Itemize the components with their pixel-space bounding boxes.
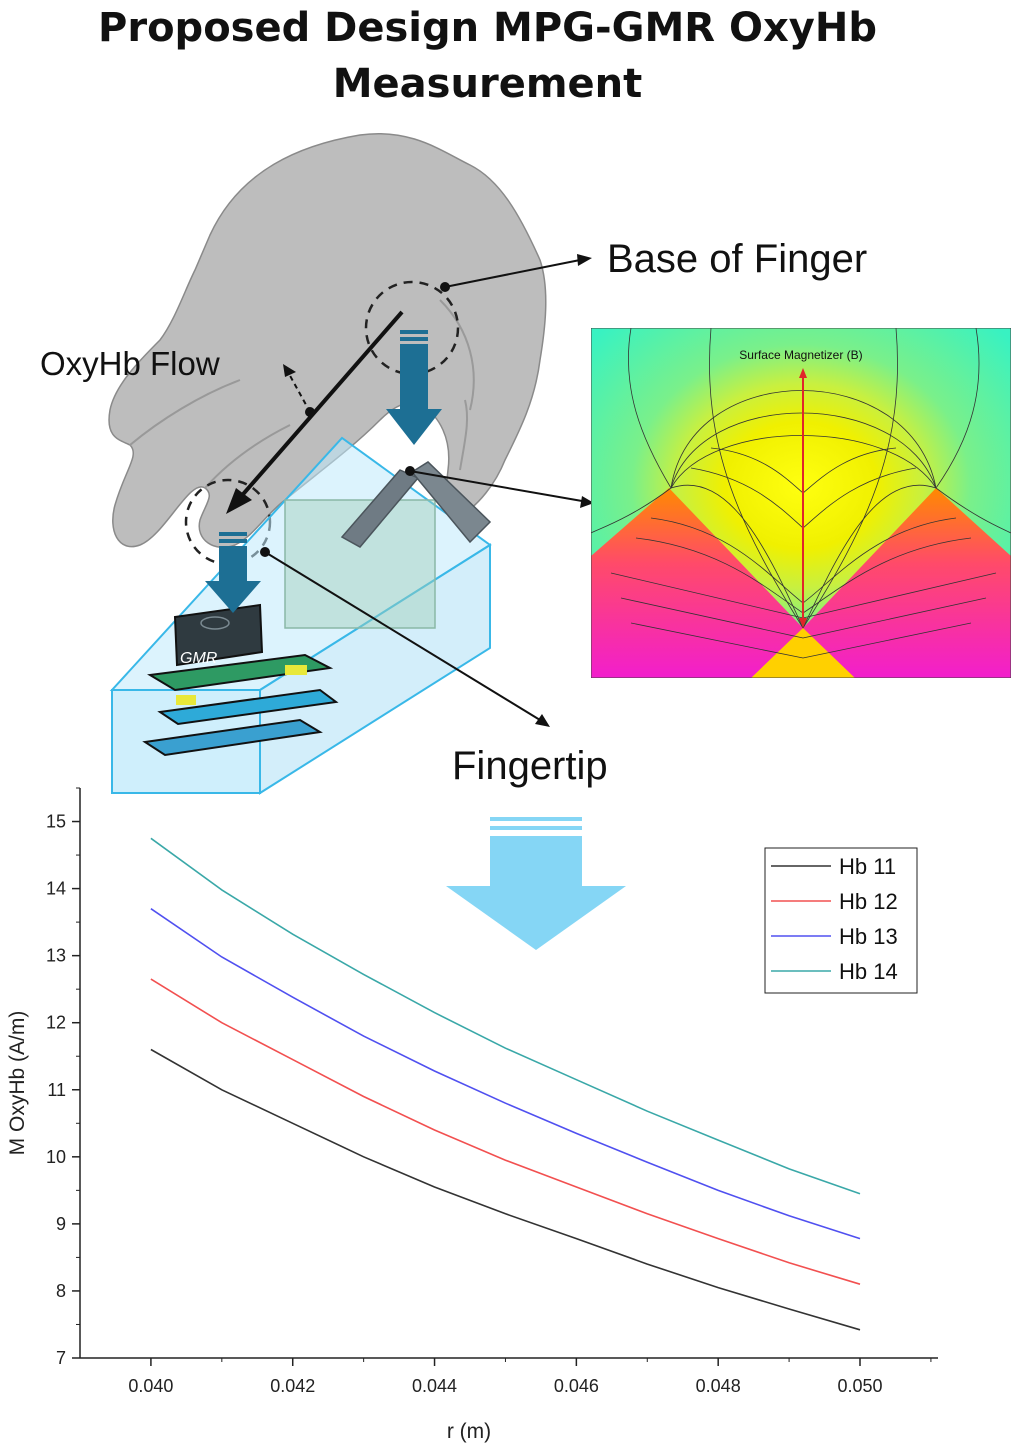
oxyhb-chart: 7 8 9 10 11 12 13 14 15 0.040 0.042 0.044 0.046 0.048… — [6, 787, 938, 1443]
surface-magnetizer-label: Surface Magnetizer (B) — [739, 348, 863, 362]
x-tick-label: 0.044 — [412, 1376, 457, 1396]
y-tick-label: 15 — [46, 812, 66, 832]
y-tick-label: 13 — [46, 946, 66, 966]
x-tick-label: 0.050 — [837, 1376, 882, 1396]
legend-box — [764, 847, 918, 994]
y-tick-label: 7 — [56, 1348, 66, 1368]
y-tick-label: 9 — [56, 1214, 66, 1234]
y-tick-label: 10 — [46, 1147, 66, 1167]
series-line-hb-11 — [150, 1048, 861, 1331]
series-line-hb-13 — [150, 908, 861, 1240]
legend-label: Hb 11 — [839, 854, 896, 879]
legend-label: Hb 13 — [839, 924, 898, 949]
fingertip-label: Fingertip — [452, 744, 608, 788]
legend-label: Hb 14 — [839, 959, 898, 984]
page-title: Proposed Design MPG-GMR OxyHb Measuremen… — [98, 5, 877, 107]
flow-arrow — [236, 310, 404, 502]
y-tick-label: 11 — [47, 1080, 66, 1100]
x-tick-label: 0.042 — [270, 1376, 315, 1396]
x-axis-title: r (m) — [447, 1420, 491, 1443]
legend-label: Hb 12 — [839, 889, 898, 914]
y-axis-title: M OxyHb (A/m) — [6, 1011, 29, 1156]
hand-illustration — [108, 133, 547, 549]
y-tick-label: 14 — [46, 879, 66, 899]
x-tick-label: 0.046 — [554, 1376, 599, 1396]
sensor-housing — [109, 436, 492, 795]
base-of-finger-label: Base of Finger — [607, 237, 868, 281]
series-line-hb-14 — [150, 837, 861, 1195]
device-illustration: GMR — [108, 133, 594, 795]
magnet-arrow-icon — [386, 330, 442, 445]
oxyhb-flow-label: OxyHb Flow — [40, 345, 220, 382]
x-tick-label: 0.048 — [696, 1376, 741, 1396]
y-tick-label: 8 — [56, 1281, 66, 1301]
sensor-arrow-icon — [205, 532, 261, 613]
flow-arrowhead-icon — [226, 488, 252, 514]
series-line-hb-12 — [150, 978, 861, 1285]
magnetic-field-plot — [591, 328, 1011, 678]
gmr-chip-label: GMR — [180, 650, 218, 667]
x-tick-label: 0.040 — [128, 1376, 173, 1396]
y-tick-label: 12 — [46, 1013, 66, 1033]
big-down-arrow-icon — [446, 817, 626, 950]
